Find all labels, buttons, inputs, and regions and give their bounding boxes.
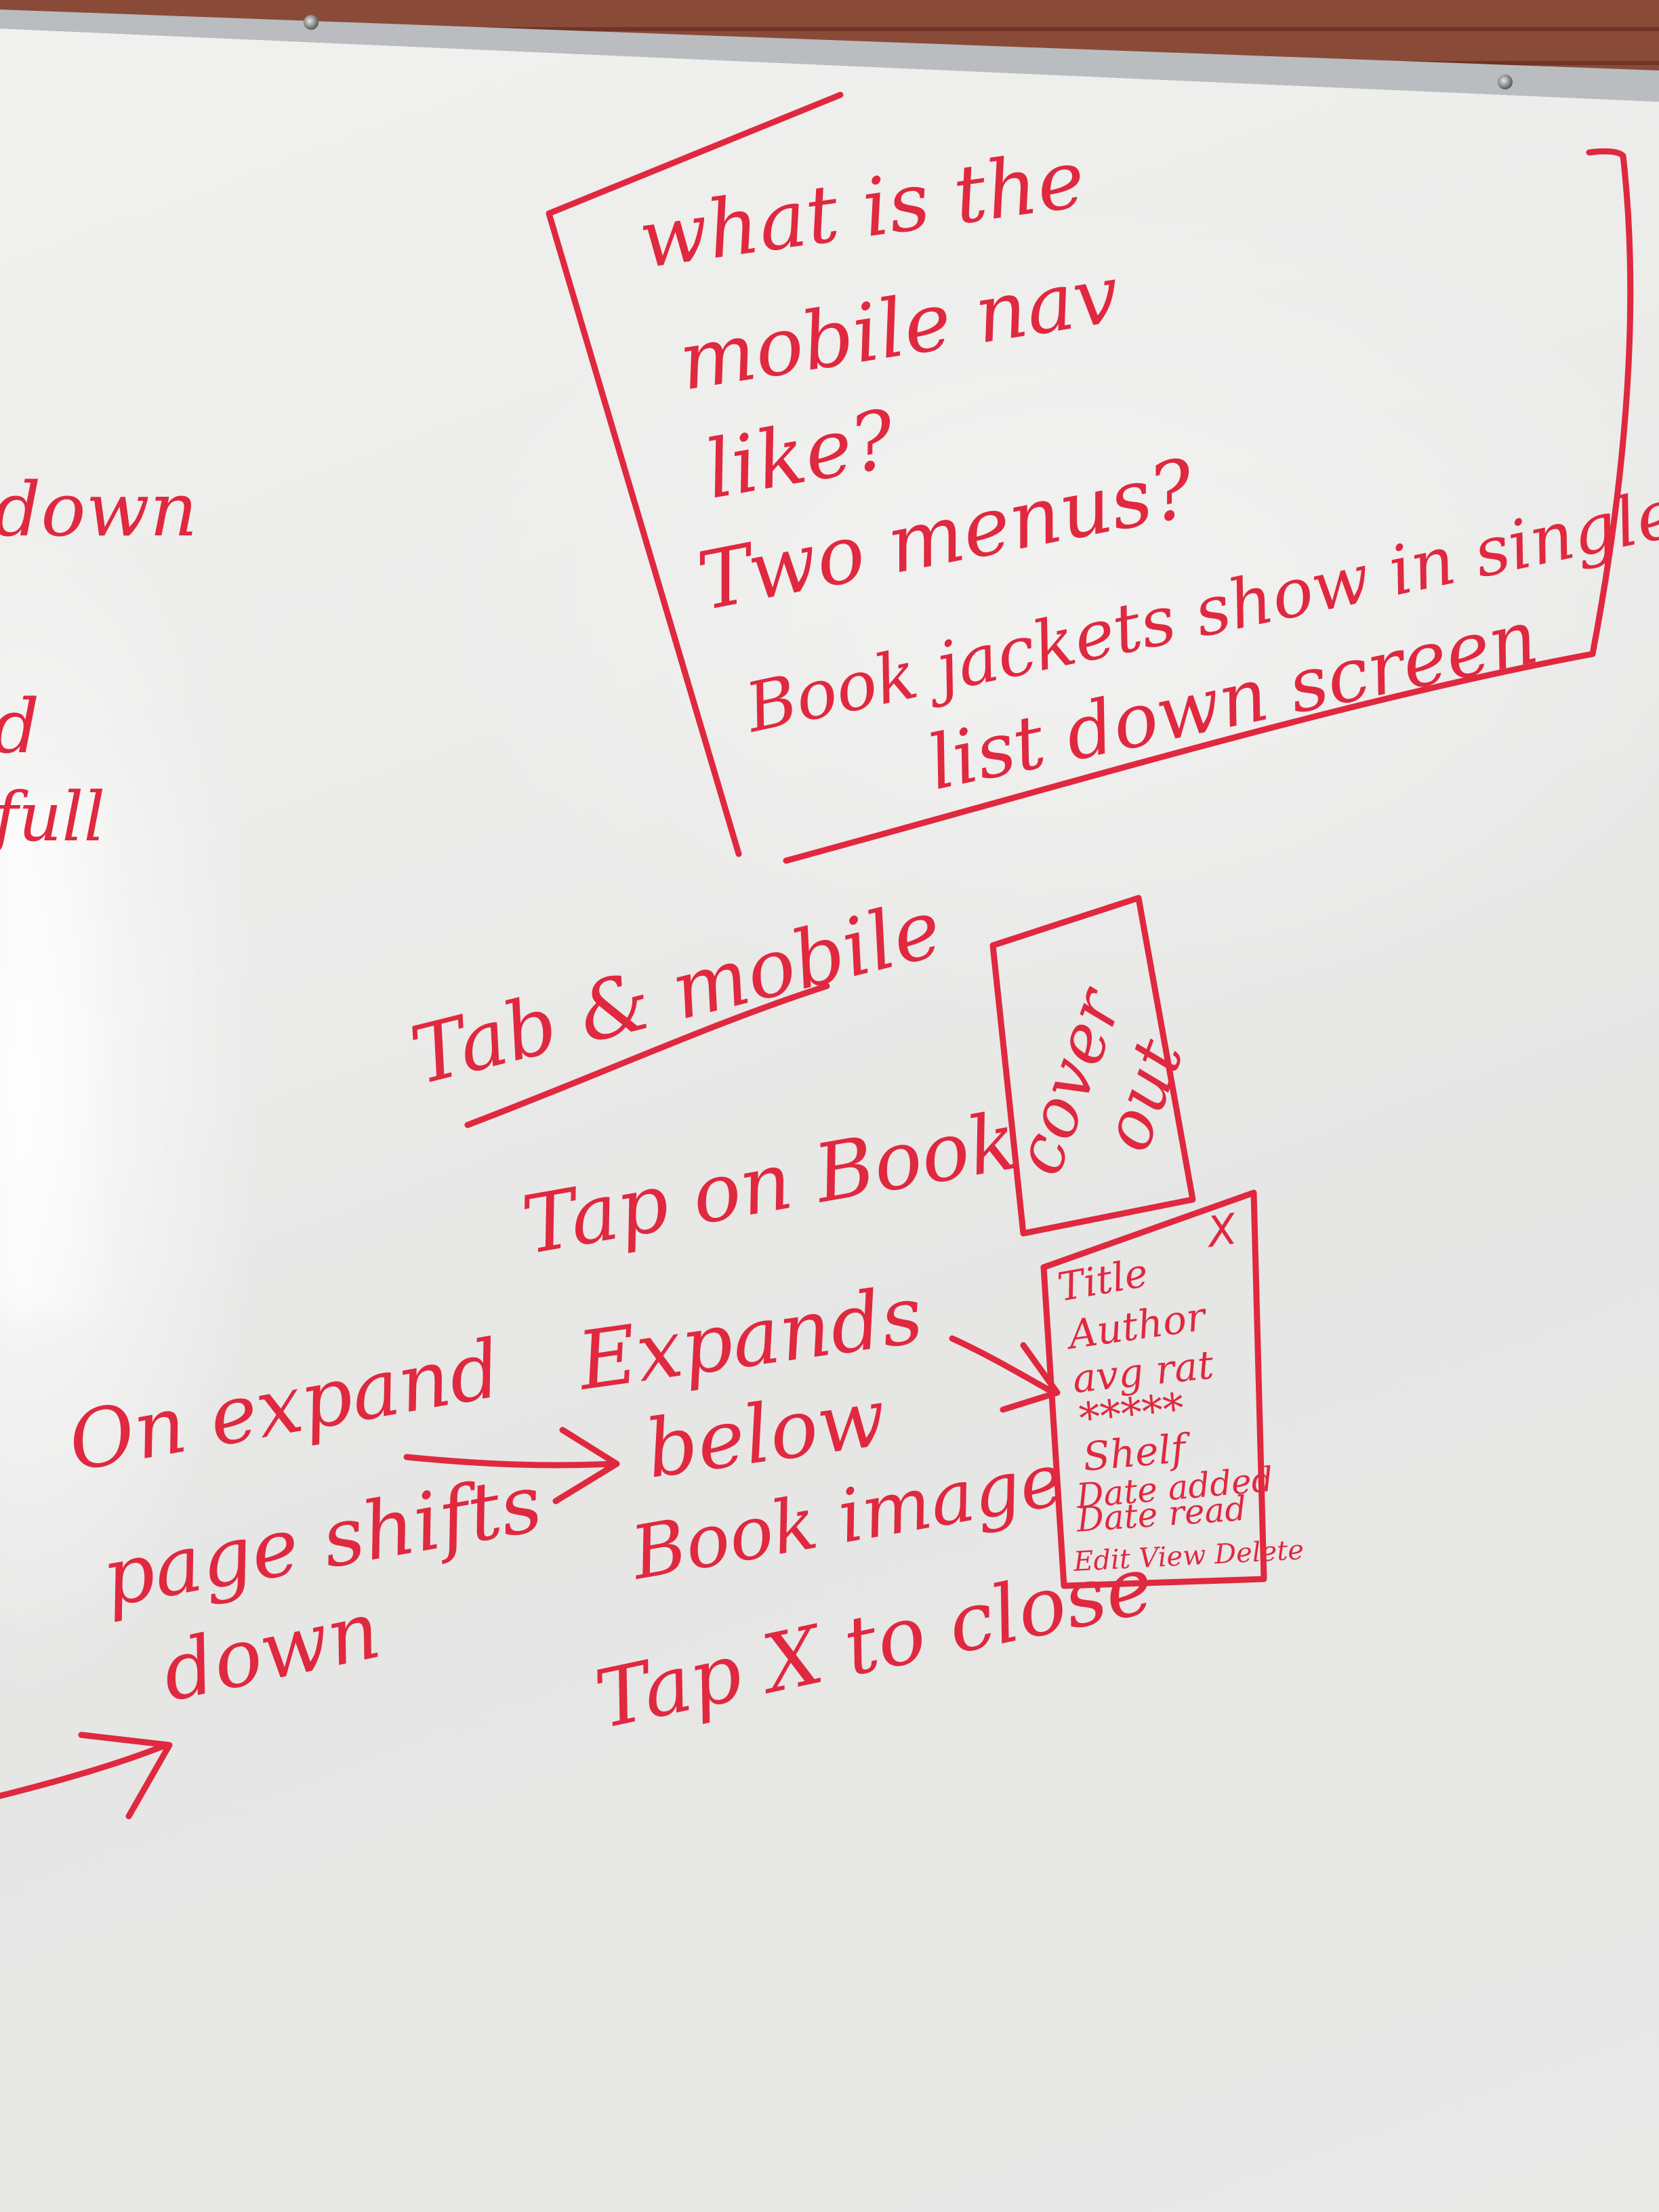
detail-card-fields: Title Author avg rat ***** Shelf Date ad… xyxy=(1054,1250,1305,1578)
left-note-line: On expand xyxy=(62,1322,508,1490)
screw-icon xyxy=(304,15,319,30)
heading-tab-mobile: Tab & mobile xyxy=(402,881,950,1103)
question-box-outline xyxy=(546,91,1634,864)
detail-field: ***** xyxy=(1077,1383,1187,1443)
screw-icon xyxy=(1498,75,1513,89)
detail-field: Shelf xyxy=(1081,1425,1193,1480)
window-reflection xyxy=(0,800,102,1315)
cover-box-outline xyxy=(989,895,1196,1237)
arrow-to-expands xyxy=(403,1427,620,1504)
question-line: like? xyxy=(699,392,903,517)
detail-card-close: X xyxy=(1202,1204,1241,1257)
arrow-to-detail-card xyxy=(949,1335,1061,1413)
step-tap-on-book: Tap on Book xyxy=(516,1094,1025,1273)
edge-fragment-down: down xyxy=(0,466,198,553)
detail-field: Edit View Delete xyxy=(1072,1534,1305,1578)
heading-underline xyxy=(464,983,830,1128)
detail-card-outline xyxy=(1040,1189,1267,1589)
question-box-text: what is the mobile nav like? Two menus? … xyxy=(634,131,1659,806)
arrow-from-left-edge xyxy=(0,1732,173,1820)
edge-fragment-full: full xyxy=(0,777,105,857)
edge-fragment-d: d xyxy=(0,683,39,770)
